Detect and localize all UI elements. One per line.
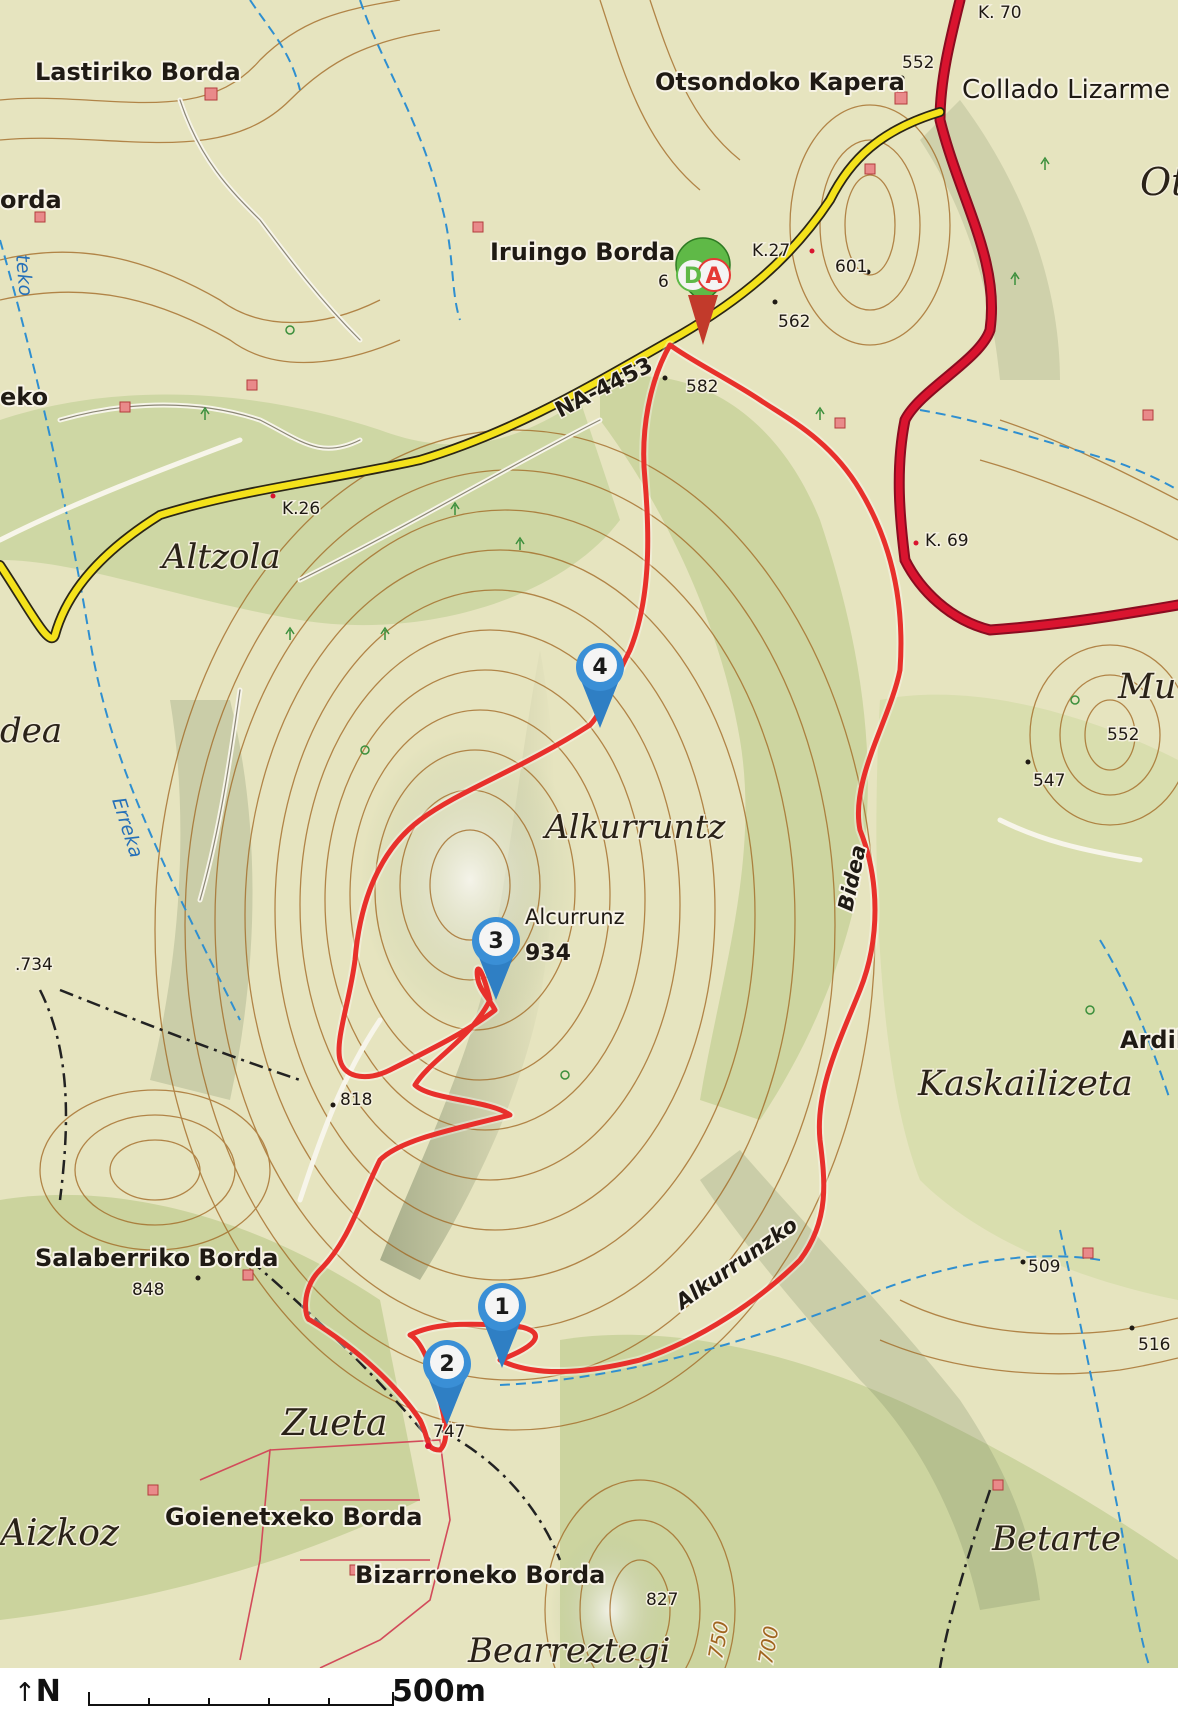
label-k26: K.26 (282, 499, 320, 519)
elev-601: 601 (835, 257, 867, 277)
elev-547: 547 (1033, 771, 1065, 791)
elev-827: 827 (646, 1590, 678, 1610)
label-ardib: Ardib (1120, 1026, 1178, 1054)
elev-734: .734 (15, 955, 53, 975)
main-road-red (893, 0, 1178, 636)
hiking-route (301, 340, 906, 1455)
forest-area (0, 1194, 420, 1620)
label-mu: Mu (1117, 667, 1176, 707)
elev-934: 934 (525, 941, 571, 966)
waypoint-marker-2[interactable]: 2 (423, 1340, 471, 1425)
label-teko: teko (11, 254, 37, 298)
elev-552-top: 552 (902, 53, 934, 73)
buildings (34, 87, 1154, 1576)
elev-562: 562 (778, 312, 810, 332)
elev-516: 516 (1138, 1335, 1170, 1355)
elev-6: 6 (658, 272, 669, 292)
waypoint-2-label: 2 (439, 1352, 454, 1377)
waypoint-marker-4[interactable]: 4 (576, 643, 624, 728)
start-end-marker[interactable]: D A (675, 237, 731, 345)
label-orda: orda (0, 186, 62, 214)
label-betarte: Betarte (991, 1519, 1121, 1559)
label-eko: eko (0, 383, 48, 411)
scale-bar-ruler (88, 1692, 394, 1706)
label-goienetxeko-borda: Goienetxeko Borda (165, 1503, 422, 1531)
label-kaskailizeta: Kaskailizeta (917, 1064, 1133, 1104)
label-altzola: Altzola (159, 537, 281, 577)
footpaths (38, 988, 992, 1668)
label-alkurruntz: Alkurruntz (542, 807, 726, 846)
scale-tick (328, 1698, 330, 1704)
label-zueta: Zueta (281, 1403, 387, 1444)
label-bizarroneko-borda: Bizarroneko Borda (355, 1561, 605, 1589)
scale-bar: ↑N 500m (0, 1668, 1178, 1724)
label-k70: K. 70 (978, 3, 1022, 23)
label-otsondoko-kapera: Otsondoko Kapera (655, 68, 905, 96)
waypoint-1-label: 1 (494, 1295, 509, 1320)
streams (0, 0, 1178, 1668)
label-ot: Ot (1140, 160, 1178, 204)
forest-area (560, 1334, 1178, 1668)
elev-848: 848 (132, 1280, 164, 1300)
elev-509: 509 (1028, 1257, 1060, 1277)
vegetation-symbols (200, 156, 1095, 1080)
village-area (199, 1439, 451, 1668)
label-salaberriko-borda: Salaberriko Borda (35, 1244, 278, 1272)
label-lastiriko-borda: Lastiriko Borda (35, 58, 241, 86)
waypoint-3-label: 3 (488, 929, 503, 954)
elev-818: 818 (340, 1090, 372, 1110)
topographic-map[interactable]: Lastiriko Borda Otsondoko Kapera Collado… (0, 0, 1178, 1668)
summit-highlight (550, 1530, 670, 1668)
forest-area (600, 376, 868, 1120)
start-marker-a-label: A (705, 264, 722, 289)
label-k27: K.27 (752, 241, 790, 261)
label-aizkoz: Aizkoz (0, 1513, 120, 1554)
elev-747: 747 (433, 1422, 465, 1442)
start-marker-d-label: D (684, 264, 702, 289)
label-bearreztegi: Bearreztegi (467, 1631, 670, 1668)
label-collado-lizarme: Collado Lizarme (962, 75, 1170, 105)
start-marker-a (697, 258, 731, 292)
north-arrow-icon: ↑ (14, 1678, 36, 1708)
road-na4453 (0, 107, 945, 644)
label-iruingo-borda: Iruingo Borda (490, 238, 675, 266)
spot-heights (195, 75, 1135, 1449)
forest-area (0, 394, 620, 626)
label-alcurrunz: Alcurrunz (525, 905, 625, 929)
waypoint-4-label: 4 (592, 655, 607, 680)
waypoint-marker-3[interactable]: 3 (472, 917, 520, 1000)
hillshade (700, 1150, 1040, 1610)
scale-tick (208, 1698, 210, 1704)
waypoint-marker-1[interactable]: 1 (478, 1283, 526, 1368)
label-dea: dea (0, 711, 62, 751)
scale-distance-label: 500m (392, 1674, 486, 1709)
tracks-outline (59, 99, 601, 901)
elev-552-right: 552 (1107, 725, 1139, 745)
north-indicator: ↑N (14, 1674, 61, 1709)
scale-tick (148, 1698, 150, 1704)
scale-tick (268, 1698, 270, 1704)
label-k69: K. 69 (925, 531, 969, 551)
north-label: N (35, 1674, 61, 1709)
forest-area (876, 694, 1178, 1300)
elev-582: 582 (686, 377, 718, 397)
summit-highlight (360, 730, 580, 1030)
